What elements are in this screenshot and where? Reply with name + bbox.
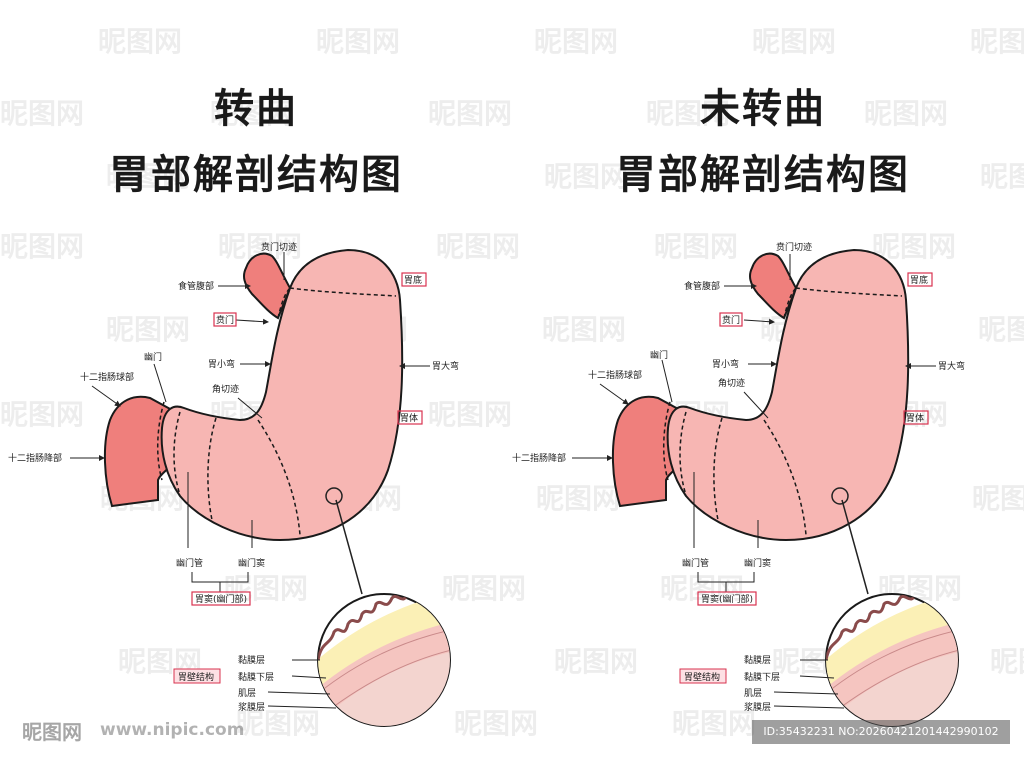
label-serosa: 浆膜层 <box>238 701 265 713</box>
left-panel: 转曲 胃部解剖结构图 <box>8 86 459 727</box>
label-pylorus: 幽门 <box>650 349 668 361</box>
duodenum-dashed-line <box>662 401 671 481</box>
label-descending-duodenum: 十二指肠降部 <box>512 452 566 464</box>
antrum-dashed-line <box>207 417 217 521</box>
label-wall-structure: 胃壁结构 <box>684 671 720 683</box>
label-submucosa: 黏膜下层 <box>744 671 780 683</box>
left-stomach-diagram: 贲门切迹 食管腹部 胃底 贲门 胃小弯 胃大弯 幽门 十二指肠球部 角切迹 胃体… <box>8 241 459 727</box>
label-angular-notch: 角切迹 <box>718 377 745 389</box>
stomach-wall-cross-section <box>317 593 451 727</box>
image-id-bar: ID:35432231 NO:20260421201442990102 <box>752 720 1010 744</box>
cardia-dashed-line <box>783 287 797 319</box>
label-descending-duodenum: 十二指肠降部 <box>8 452 62 464</box>
label-pyloric-antrum: 幽门窦 <box>744 557 771 569</box>
angular-dashed-line <box>763 419 807 536</box>
right-panel: 未转曲 胃部解剖结构图 <box>512 0 1024 760</box>
footer-logo: 昵图网 <box>22 720 82 744</box>
angular-dashed-line <box>257 419 301 536</box>
footer-url[interactable]: www.nipic.com <box>100 720 245 740</box>
right-title-line2: 胃部解剖结构图 <box>616 152 910 198</box>
label-fundus: 胃底 <box>404 274 422 286</box>
stomach-shape <box>666 248 910 542</box>
label-angular-notch: 角切迹 <box>212 383 239 395</box>
label-cardia: 贲门 <box>216 314 234 326</box>
label-abdominal-esophagus: 食管腹部 <box>178 280 214 292</box>
right-stomach-diagram: 贲门切迹 食管腹部 胃底 贲门 胃小弯 胃大弯 幽门 十二指肠球部 角切迹 胃体… <box>512 241 965 727</box>
label-body: 胃体 <box>400 412 418 424</box>
label-fundus: 胃底 <box>910 274 928 286</box>
label-pyloric-antrum: 幽门窦 <box>238 557 265 569</box>
label-serosa: 浆膜层 <box>744 701 771 713</box>
label-lesser-curvature: 胃小弯 <box>208 358 235 370</box>
label-cardia: 贲门 <box>722 314 740 326</box>
label-muscularis: 肌层 <box>744 688 762 699</box>
label-pyloric-canal: 幽门管 <box>176 557 203 569</box>
label-pylorus: 幽门 <box>144 351 162 363</box>
label-body: 胃体 <box>906 412 924 424</box>
label-mucosa: 黏膜层 <box>744 654 771 666</box>
label-pyloric-part: 胃窦(幽门部) <box>195 593 247 605</box>
duodenum-shape <box>611 395 686 508</box>
left-title-line1: 转曲 <box>214 86 298 132</box>
label-greater-curvature: 胃大弯 <box>432 360 459 372</box>
label-lesser-curvature: 胃小弯 <box>712 358 739 370</box>
duodenum-shape <box>103 395 178 508</box>
label-greater-curvature: 胃大弯 <box>938 360 965 372</box>
label-cardiac-notch: 贲门切迹 <box>261 241 297 253</box>
label-cardiac-notch: 贲门切迹 <box>776 241 812 253</box>
stomach-shape <box>160 248 404 542</box>
pylorus-dashed-line <box>679 411 687 496</box>
label-pyloric-canal: 幽门管 <box>682 557 709 569</box>
left-title-line2: 胃部解剖结构图 <box>109 152 403 198</box>
label-duodenal-bulb: 十二指肠球部 <box>588 369 642 381</box>
label-pyloric-part: 胃窦(幽门部) <box>701 593 753 605</box>
label-duodenal-bulb: 十二指肠球部 <box>80 371 134 383</box>
fundus-dashed-line <box>289 287 397 297</box>
fundus-dashed-line <box>795 287 903 297</box>
label-abdominal-esophagus: 食管腹部 <box>684 280 720 292</box>
pylorus-dashed-line <box>173 411 181 496</box>
label-mucosa: 黏膜层 <box>238 654 265 666</box>
right-title-line1: 未转曲 <box>700 86 826 132</box>
duodenum-dashed-line <box>156 401 165 481</box>
label-wall-structure: 胃壁结构 <box>178 671 214 683</box>
cardia-dashed-line <box>277 287 291 319</box>
label-submucosa: 黏膜下层 <box>238 671 274 683</box>
antrum-dashed-line <box>713 417 723 521</box>
label-muscularis: 肌层 <box>238 688 256 699</box>
